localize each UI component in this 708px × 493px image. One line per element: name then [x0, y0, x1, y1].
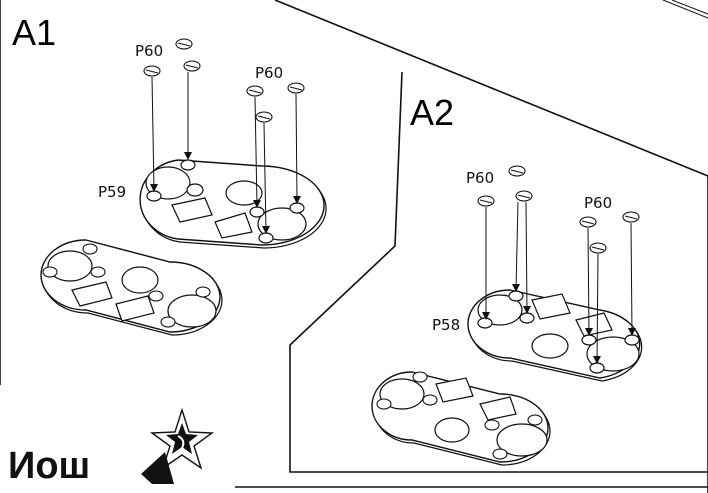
a1-plate-assembled — [40, 239, 223, 336]
brand-logo-text: Иош — [8, 445, 90, 487]
a2-plate-upper — [467, 289, 643, 382]
brand-logo: Иош — [8, 407, 215, 487]
a2-screw-2 — [508, 165, 533, 314]
a1-screw-label-right: P60 — [255, 64, 283, 82]
a1-screw-label-left: P60 — [135, 42, 163, 60]
a1-screw-4 — [287, 82, 305, 204]
a2-screw-3 — [579, 216, 597, 336]
a2-screw-5 — [589, 242, 607, 364]
a1-screw-2 — [175, 38, 201, 160]
a2-screw-label-left: P60 — [466, 169, 494, 187]
a2-plate-label: P58 — [432, 316, 460, 334]
step-a1-label: A1 — [12, 12, 56, 53]
a2-screw-1 — [477, 195, 495, 320]
a1-plate-upper — [139, 159, 327, 249]
step-a2-label: A2 — [410, 92, 454, 133]
a1-screw-5 — [255, 111, 273, 234]
star-emblem-icon — [141, 407, 215, 484]
a2-plate-assembled — [371, 371, 551, 466]
a2-screw-4 — [622, 211, 640, 336]
a1-screw-3 — [246, 85, 264, 208]
a1-plate-label: P59 — [98, 183, 126, 201]
a1-screw-1 — [143, 65, 161, 192]
a2-screw-label-right: P60 — [584, 194, 612, 212]
step-a2: A2 P60 P60 P58 — [371, 92, 643, 466]
step-a1: A1 P60 P60 P59 — [12, 12, 327, 336]
